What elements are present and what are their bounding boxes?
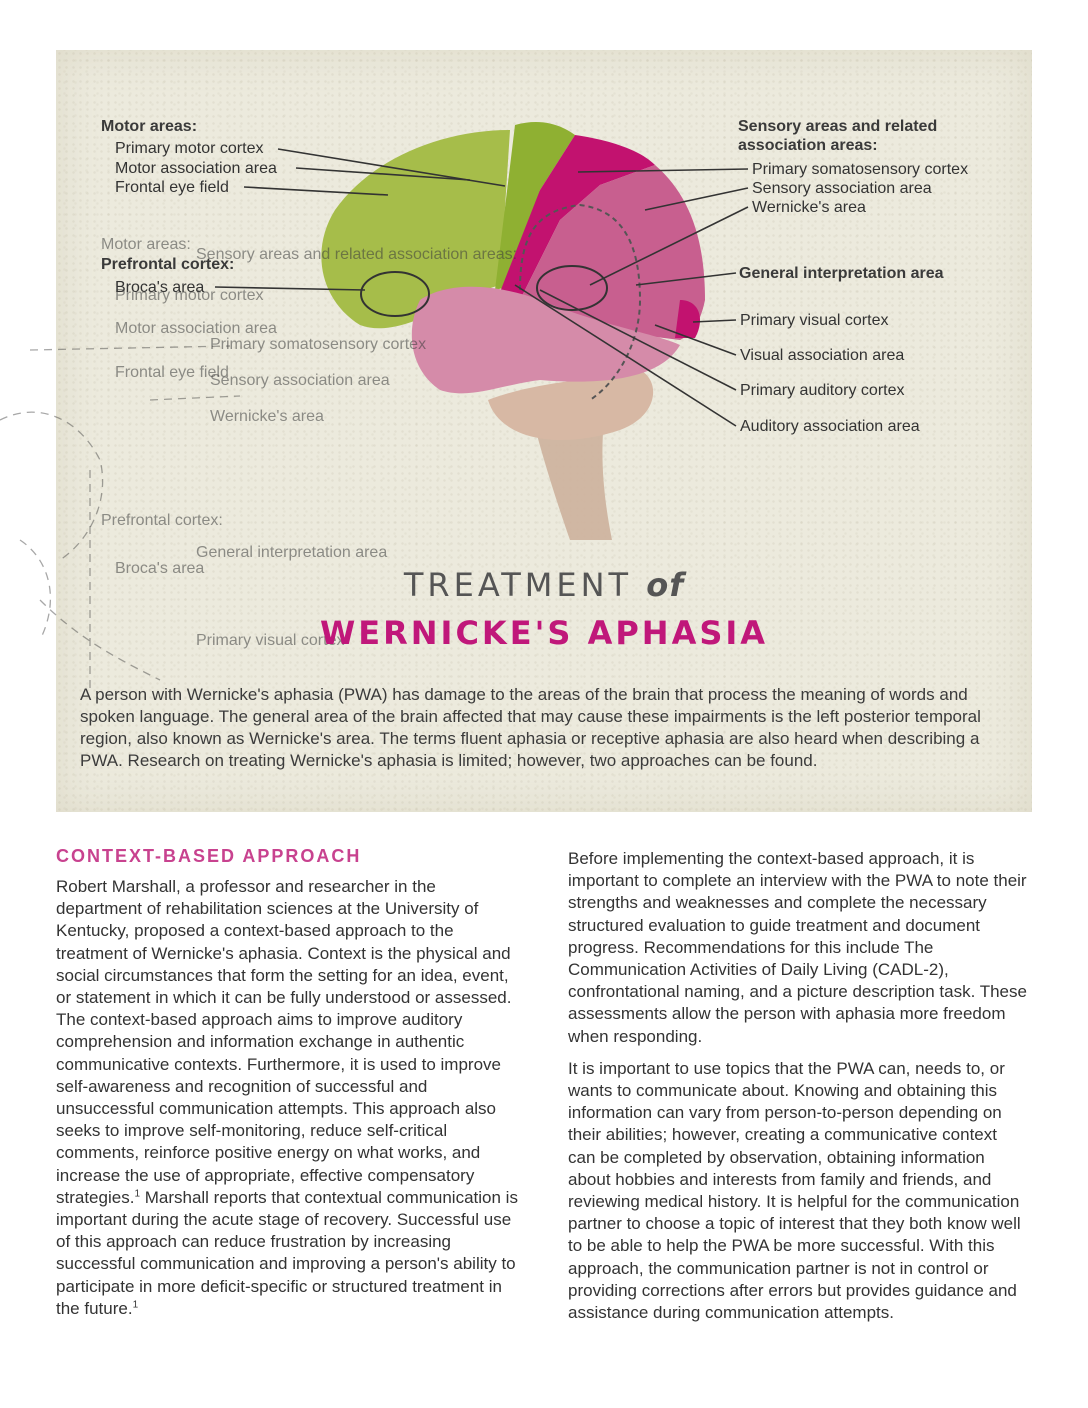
label-visual-association-area: Visual association area (740, 347, 905, 364)
citation-ref: 1 (134, 1188, 140, 1200)
intro-paragraph: A person with Wernicke's aphasia (PWA) h… (80, 685, 981, 770)
ghost-label: Primary somatosensory cortex (210, 336, 427, 353)
left-text-b: Marshall reports that contextual communi… (56, 1187, 518, 1318)
brain-diagram (0, 121, 749, 690)
label-frontal-eye-field: Frontal eye field (115, 179, 229, 196)
sensory-association-area (520, 165, 705, 340)
title-line-1: TREATMENT of (0, 566, 1088, 604)
wernicke-outline (536, 265, 608, 311)
temporal-lobe (411, 286, 680, 394)
label-wernickes-area: Wernicke's area (752, 199, 866, 216)
label-primary-motor-cortex: Primary motor cortex (115, 140, 264, 157)
right-paragraph-1: Before implementing the context-based ap… (568, 849, 1027, 1046)
left-text-a: Robert Marshall, a professor and researc… (56, 877, 512, 1207)
prefrontal-cortex-heading: Prefrontal cortex: (101, 256, 235, 273)
label-primary-auditory-cortex: Primary auditory cortex (740, 382, 905, 399)
ghost-label: Sensory areas and related association ar… (196, 246, 518, 263)
citation-ref: 1 (132, 1299, 139, 1311)
ghost-label: Motor areas: (101, 236, 191, 253)
cerebellum (488, 370, 654, 440)
primary-somatosensory-cortex (500, 135, 655, 300)
title-treatment: TREATMENT (403, 566, 633, 604)
section-heading: CONTEXT-BASED APPROACH (56, 846, 362, 866)
ghost-label: General interpretation area (196, 544, 388, 561)
primary-visual-cortex (675, 300, 700, 338)
label-brocas-area: Broca's area (115, 279, 205, 296)
label-auditory-association-area: Auditory association area (740, 418, 920, 435)
ghost-label: Primary visual cortex (196, 632, 345, 649)
motor-areas-heading: Motor areas: (101, 118, 198, 135)
label-primary-somatosensory-cortex: Primary somatosensory cortex (752, 161, 969, 178)
ghost-label: Frontal eye field (115, 364, 229, 381)
ghost-decoration (0, 345, 241, 690)
left-leader-lines (214, 148, 506, 291)
label-sensory-association-area: Sensory association area (752, 180, 932, 197)
ghost-label: Wernicke's area (210, 408, 324, 425)
title-line-2: WERNICKE'S APHASIA (319, 614, 769, 652)
right-leader-lines (514, 168, 749, 427)
sensory-areas-heading: Sensory areas and related association ar… (738, 118, 938, 154)
right-column: Before implementing the context-based ap… (568, 848, 1028, 1334)
ghost-label: Sensory association area (210, 372, 390, 389)
ghost-label: Primary motor cortex (115, 287, 264, 304)
left-paragraph: Robert Marshall, a professor and researc… (56, 876, 524, 1320)
right-paragraph-2: It is important to use topics that the P… (568, 1058, 1021, 1323)
title-of: of (646, 566, 685, 604)
ghost-label: Motor association area (115, 320, 277, 337)
auditory-region-dashed (519, 203, 642, 401)
label-motor-association-area: Motor association area (115, 160, 277, 177)
broca-outline (360, 271, 430, 317)
general-interpretation-heading: General interpretation area (739, 265, 944, 282)
label-primary-visual-cortex: Primary visual cortex (740, 312, 889, 329)
left-column: Robert Marshall, a professor and researc… (56, 876, 524, 1330)
ghost-label: Prefrontal cortex: (101, 512, 223, 529)
ghost-label: Broca's area (115, 560, 205, 577)
